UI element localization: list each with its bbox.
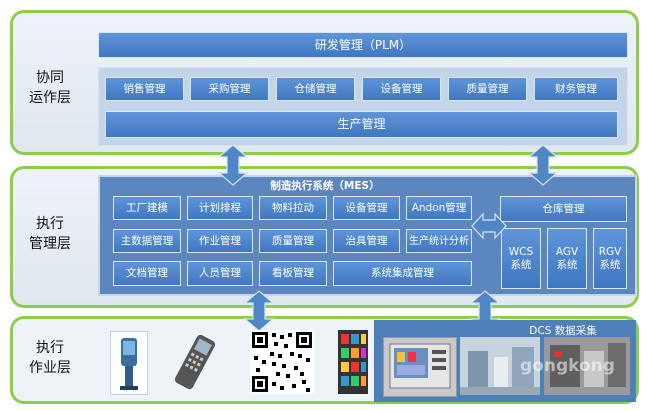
qr-code-image — [250, 330, 314, 394]
mes-system-integration[interactable]: 系统集成管理 — [333, 261, 472, 286]
module-quality[interactable]: 质量管理 — [448, 77, 527, 101]
agv-system-box[interactable]: AGV 系统 — [547, 228, 587, 289]
factory-machine-image — [544, 337, 630, 395]
mes-documents[interactable]: 文档管理 — [113, 261, 181, 286]
vertical-double-arrow-icon — [217, 144, 249, 186]
rgv-system-box[interactable]: RGV 系统 — [593, 228, 627, 289]
watermark: gongkong — [520, 356, 615, 376]
horizontal-double-arrow-icon — [471, 212, 507, 240]
mes-factory-modeling[interactable]: 工厂建模 — [113, 196, 181, 220]
color-labels-image — [338, 330, 368, 394]
layer-label-execution-operation: 执行 作业层 — [29, 340, 71, 376]
mes-equipment[interactable]: 设备管理 — [333, 196, 400, 220]
mes-material-pull[interactable]: 物料拉动 — [259, 196, 327, 220]
plm-box[interactable]: 研发管理（PLM） — [98, 32, 628, 58]
vertical-double-arrow-icon — [243, 290, 275, 332]
module-equipment[interactable]: 设备管理 — [362, 77, 441, 101]
mes-quality[interactable]: 质量管理 — [259, 229, 327, 253]
handheld-scanner-image — [165, 331, 225, 393]
mes-title: 制造执行系统（MES） — [270, 180, 380, 192]
module-storage[interactable]: 仓储管理 — [276, 77, 355, 101]
wcs-system-box[interactable]: WCS 系统 — [501, 228, 541, 289]
mes-operations[interactable]: 作业管理 — [187, 229, 253, 253]
mes-fixtures[interactable]: 治具管理 — [333, 229, 400, 253]
mes-kanban[interactable]: 看板管理 — [259, 261, 327, 286]
module-sales[interactable]: 销售管理 — [105, 77, 184, 101]
mes-production-stats[interactable]: 生产统计分析 — [406, 229, 472, 253]
mes-planning[interactable]: 计划排程 — [187, 196, 253, 220]
module-finance[interactable]: 财务管理 — [534, 77, 618, 101]
mes-master-data[interactable]: 主数据管理 — [113, 229, 181, 253]
vertical-double-arrow-icon — [527, 144, 559, 186]
mes-andon[interactable]: Andon管理 — [406, 196, 472, 220]
layer-label-collaboration: 协同 运作层 — [29, 70, 71, 106]
warehouse-management-box[interactable]: 仓库管理 — [500, 196, 627, 222]
mes-personnel[interactable]: 人员管理 — [187, 261, 253, 286]
production-management-box[interactable]: 生产管理 — [105, 111, 618, 138]
kiosk-terminal-image — [110, 331, 148, 395]
dcs-label: DCS 数据采集 — [529, 325, 597, 337]
hmi-panel-image — [383, 337, 457, 397]
module-purchase[interactable]: 采购管理 — [190, 77, 269, 101]
factory-workstation-image — [460, 337, 540, 395]
layer-label-execution-management: 执行 管理层 — [29, 216, 71, 252]
